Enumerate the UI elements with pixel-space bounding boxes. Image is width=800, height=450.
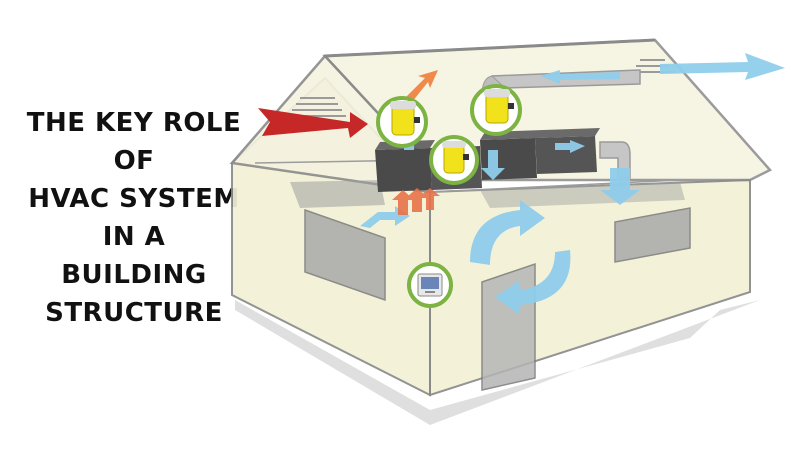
front-door — [481, 262, 536, 391]
duct-flow-arrow — [540, 70, 620, 84]
unit-flow-arrow — [555, 140, 585, 153]
left-window — [304, 208, 386, 302]
title-line-5: BUILDING — [61, 260, 207, 290]
diagram-title: THE KEY ROLE OF HVAC SYSTEM IN A BUILDIN… — [8, 104, 260, 332]
circulation-arrow-top — [470, 200, 545, 265]
circulation-arrow-bottom — [495, 250, 571, 315]
right-window — [614, 207, 691, 263]
roof-ridge — [324, 38, 656, 58]
supply-down-arrow — [600, 168, 640, 205]
exhaust-outlet-arrow — [405, 70, 438, 102]
outdoor-air-red-arrow — [258, 108, 368, 138]
front-wall — [429, 178, 751, 397]
title-line-4: IN A — [102, 222, 166, 252]
title-line-3: HVAC SYSTEM — [28, 184, 240, 214]
warm-air-arrows — [392, 188, 440, 215]
fan-unit-icon — [376, 96, 428, 148]
title-line-2: OF — [113, 146, 155, 176]
left-supply-arrow — [360, 206, 410, 228]
right-ceiling — [480, 182, 685, 208]
ground-shadow — [235, 300, 760, 425]
fan-unit-icon — [429, 135, 479, 185]
title-line-6: STRUCTURE — [45, 298, 223, 328]
fresh-air-inlet-arrow — [660, 53, 785, 80]
thermostat-icon — [407, 262, 453, 308]
left-ceiling — [290, 180, 385, 208]
blue-airflow-arrows — [360, 53, 785, 315]
fan-unit-icon — [470, 84, 522, 136]
fan-down-arrow — [481, 150, 505, 180]
title-line-1: THE KEY ROLE — [26, 108, 242, 138]
